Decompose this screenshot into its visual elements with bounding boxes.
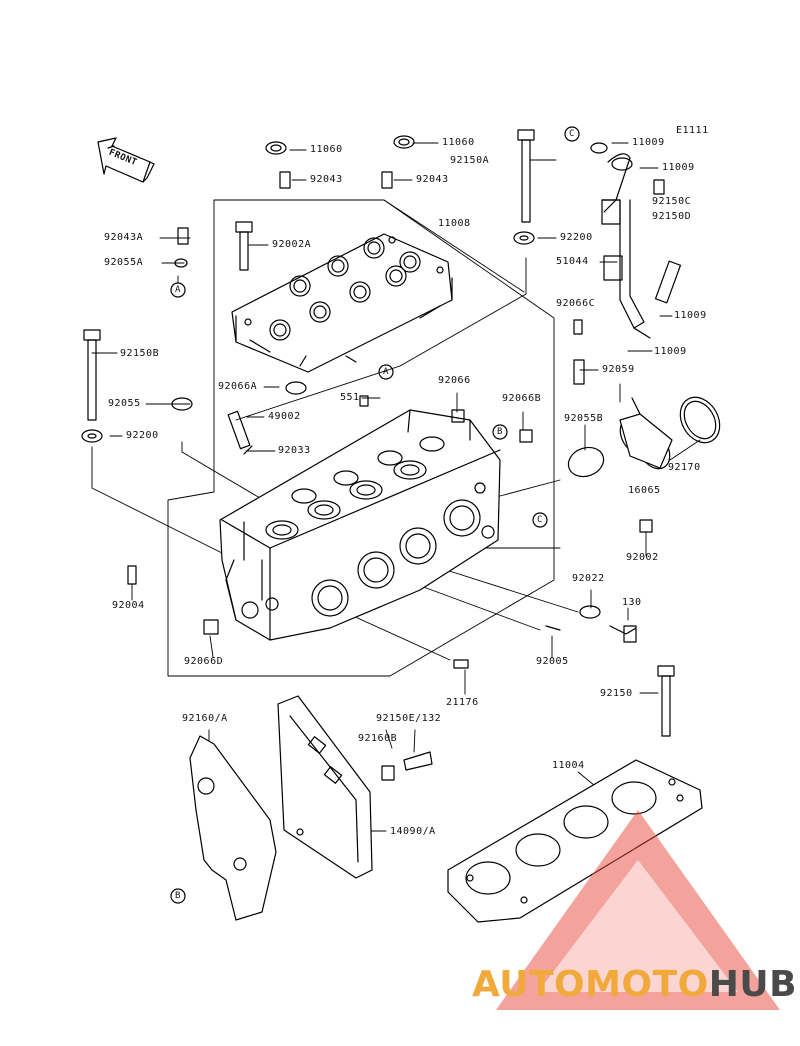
- part-label: 92150A: [450, 155, 490, 166]
- part-label: 92002A: [272, 239, 312, 250]
- part-label: 92170: [668, 462, 701, 473]
- part-label: 92066B: [502, 393, 542, 404]
- part-label: 92055: [108, 398, 141, 409]
- part-label: 16065: [628, 485, 661, 496]
- part-label: 92150E/132: [376, 713, 442, 724]
- part-label: 92043: [310, 174, 343, 185]
- reference-markers: [170, 126, 580, 904]
- cylinder-head-body: [219, 409, 501, 641]
- part-label: 11060: [442, 137, 475, 148]
- marker-b-bottom: B: [175, 891, 181, 901]
- part-label: 92066: [438, 375, 471, 386]
- watermark-triangle: [496, 810, 780, 1010]
- part-label: 92033: [278, 445, 311, 456]
- part-label: 92150D: [652, 211, 692, 222]
- marker-c-top: C: [569, 129, 575, 139]
- throttle-body-holder: [567, 396, 721, 478]
- part-label: 92150: [600, 688, 633, 699]
- part-label: 92150B: [120, 348, 160, 359]
- part-label: 92055A: [104, 257, 144, 268]
- part-label: 92002: [626, 552, 659, 563]
- part-label: 11060: [310, 144, 343, 155]
- part-label: 11009: [674, 310, 707, 321]
- part-label: 92043: [416, 174, 449, 185]
- part-label: 21176: [446, 697, 479, 708]
- head-gasket: [447, 759, 703, 923]
- part-label: 130: [622, 597, 642, 608]
- part-label: 11009: [662, 162, 695, 173]
- marker-a-top: A: [383, 367, 389, 377]
- part-label: 92005: [536, 656, 569, 667]
- front-arrow-icon: [97, 137, 155, 183]
- chain-guide: [189, 735, 277, 921]
- part-label: 92066C: [556, 298, 596, 309]
- part-label: 92004: [112, 600, 145, 611]
- part-label: 92150C: [652, 196, 692, 207]
- part-label: 14090/A: [390, 826, 436, 837]
- watermark-logo: AUTOMOTOHUB: [472, 964, 797, 1005]
- part-label: 92055B: [564, 413, 604, 424]
- cam-chain-cover: [277, 695, 373, 879]
- part-label: 11009: [632, 137, 665, 148]
- part-label: 11009: [654, 346, 687, 357]
- part-label: 551: [340, 392, 360, 403]
- part-label: 92160B: [358, 733, 398, 744]
- fasteners: [81, 129, 682, 781]
- part-label: 92043A: [104, 232, 144, 243]
- breather-hose: [601, 153, 651, 339]
- part-label: 11004: [552, 760, 585, 771]
- part-label: 92066A: [218, 381, 258, 392]
- diagram-code: E1111: [676, 125, 709, 136]
- part-label: 92059: [602, 364, 635, 375]
- marker-a-left: A: [175, 285, 181, 295]
- part-label: 92160/A: [182, 713, 228, 724]
- marker-b-right: B: [497, 427, 503, 437]
- camshaft-holder: [231, 233, 453, 373]
- part-label: 11008: [438, 218, 471, 229]
- part-label: 92022: [572, 573, 605, 584]
- part-label: 92066D: [184, 656, 224, 667]
- assembly-outline: [91, 199, 621, 677]
- part-label: 51044: [556, 256, 589, 267]
- marker-c-right: C: [537, 515, 543, 525]
- part-label: 92200: [126, 430, 159, 441]
- part-label: 92200: [560, 232, 593, 243]
- watermark-part2: HUB: [708, 964, 798, 1005]
- watermark-part1: AUTOMOTO: [472, 964, 709, 1005]
- part-label: 49002: [268, 411, 301, 422]
